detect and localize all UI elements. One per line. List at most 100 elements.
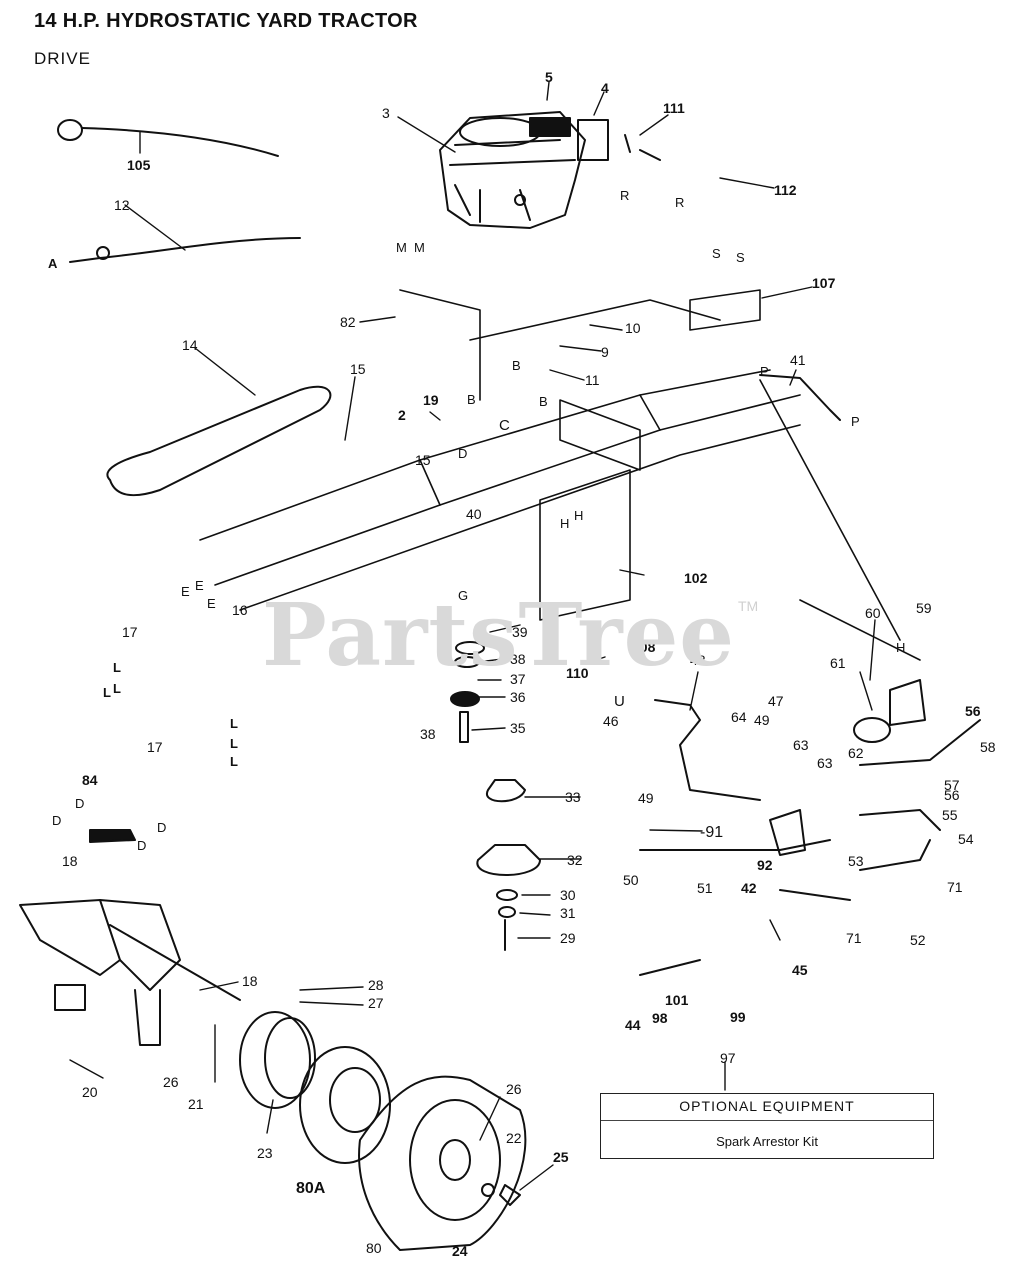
trademark-mark: TM	[738, 598, 759, 614]
callout-27: 27	[368, 995, 384, 1011]
callout-80A: 80A	[296, 1180, 326, 1197]
callout-111: 111	[663, 100, 685, 116]
callout-84: 84	[82, 772, 98, 788]
callout-12: 12	[114, 197, 130, 213]
callout-49b: 49	[638, 790, 654, 806]
optional-equipment-divider	[601, 1120, 933, 1121]
callout-9: 9	[601, 344, 609, 360]
callout-56a: 56	[965, 703, 981, 719]
callout-18a: 18	[62, 853, 78, 869]
callout-60: 60	[865, 605, 881, 621]
letter-L6: L	[230, 754, 238, 769]
callout-50: 50	[623, 872, 639, 888]
callout-99: 99	[730, 1009, 746, 1025]
callout-48: 48	[690, 652, 706, 668]
frame-drawing	[199, 289, 921, 661]
partstree-watermark: PartsTree	[262, 585, 736, 686]
callout-82: 82	[340, 314, 356, 330]
callout-16: 16	[232, 602, 248, 618]
letter-L3: L	[113, 681, 121, 696]
engine-drawing	[439, 111, 661, 229]
callout-58: 58	[980, 739, 996, 755]
drive-belt-drawing	[106, 385, 332, 497]
callout-26a: 26	[163, 1074, 179, 1090]
callout-102: 102	[684, 570, 708, 586]
letter-H3: H	[896, 640, 905, 655]
cable-drawing	[57, 119, 301, 263]
callout-101: 101	[665, 992, 689, 1008]
callout-23: 23	[257, 1145, 273, 1161]
letter-P1: P	[760, 364, 769, 379]
callout-108: 108	[632, 639, 656, 655]
callout-107: 107	[812, 275, 836, 291]
letter-L4: L	[230, 716, 238, 731]
callout-5: 5	[545, 69, 553, 85]
letter-L5: L	[230, 736, 238, 751]
callout-24: 24	[452, 1243, 468, 1259]
callout-37: 37	[510, 671, 526, 687]
callout-15b: 15	[415, 452, 431, 468]
lever-41-drawing	[759, 374, 841, 421]
letter-E3: E	[207, 596, 216, 611]
idler-linkage-drawing	[639, 679, 981, 976]
callout-57: 57	[944, 777, 960, 793]
diagram-subtitle: DRIVE	[34, 49, 91, 68]
callout-52: 52	[910, 932, 926, 948]
callout-14: 14	[182, 337, 198, 353]
letter-H1: H	[574, 508, 583, 523]
callout-32: 32	[567, 852, 583, 868]
callout-30: 30	[560, 887, 576, 903]
letter-U: U	[614, 693, 625, 710]
callout-40: 40	[466, 506, 482, 522]
callout-44: 44	[625, 1017, 641, 1033]
letter-A: A	[48, 256, 58, 271]
callout-61: 61	[830, 655, 846, 671]
callout-25: 25	[553, 1149, 569, 1165]
callout-98: 98	[652, 1010, 668, 1026]
callout-29: 29	[560, 930, 576, 946]
letter-G: G	[458, 588, 468, 603]
optional-equipment-box: OPTIONAL EQUIPMENT Spark Arrestor Kit	[600, 1093, 934, 1159]
letter-M2: M	[414, 240, 425, 255]
callout-49a: 49	[754, 712, 770, 728]
callout-31: 31	[560, 905, 576, 921]
letter-D2: D	[52, 813, 61, 828]
letter-D5: D	[157, 820, 166, 835]
callout-46: 46	[603, 713, 619, 729]
letter-E1: E	[181, 584, 190, 599]
callout-28: 28	[368, 977, 384, 993]
callout-38a: 38	[510, 651, 526, 667]
callout-112: 112	[774, 182, 797, 198]
callout-19: 19	[423, 392, 439, 408]
letter-B1: B	[512, 358, 521, 373]
callout-17a: 17	[122, 624, 138, 640]
letter-D3: D	[75, 796, 84, 811]
letter-L1: L	[113, 660, 121, 675]
callout-3: 3	[382, 105, 390, 121]
wheel-tire-drawing	[239, 1011, 527, 1251]
letter-M1: M	[396, 240, 407, 255]
callout-97: 97	[720, 1050, 736, 1066]
spark-arrestor-kit-label: Spark Arrestor Kit	[716, 1134, 818, 1149]
callout-55: 55	[942, 807, 958, 823]
callout-64: 64	[731, 709, 747, 725]
callout-36: 36	[510, 689, 526, 705]
letter-R2: R	[675, 195, 684, 210]
callout-11: 11	[585, 372, 600, 388]
callout-63b: 63	[817, 755, 833, 771]
letter-D4: D	[137, 838, 146, 853]
letter-C: C	[499, 417, 510, 434]
letter-B3: B	[539, 394, 548, 409]
callout-45: 45	[792, 962, 808, 978]
callout-10: 10	[625, 320, 641, 336]
callout-53: 53	[848, 853, 864, 869]
optional-equipment-header: OPTIONAL EQUIPMENT	[679, 1098, 855, 1114]
callout-54: 54	[958, 831, 974, 847]
callout-62: 62	[848, 745, 864, 761]
callout-47: 47	[768, 693, 784, 709]
callout-51: 51	[697, 880, 713, 896]
diagram-title: 14 H.P. HYDROSTATIC YARD TRACTOR	[34, 10, 418, 32]
callout-80: 80	[366, 1240, 382, 1256]
callout-35: 35	[510, 720, 526, 736]
